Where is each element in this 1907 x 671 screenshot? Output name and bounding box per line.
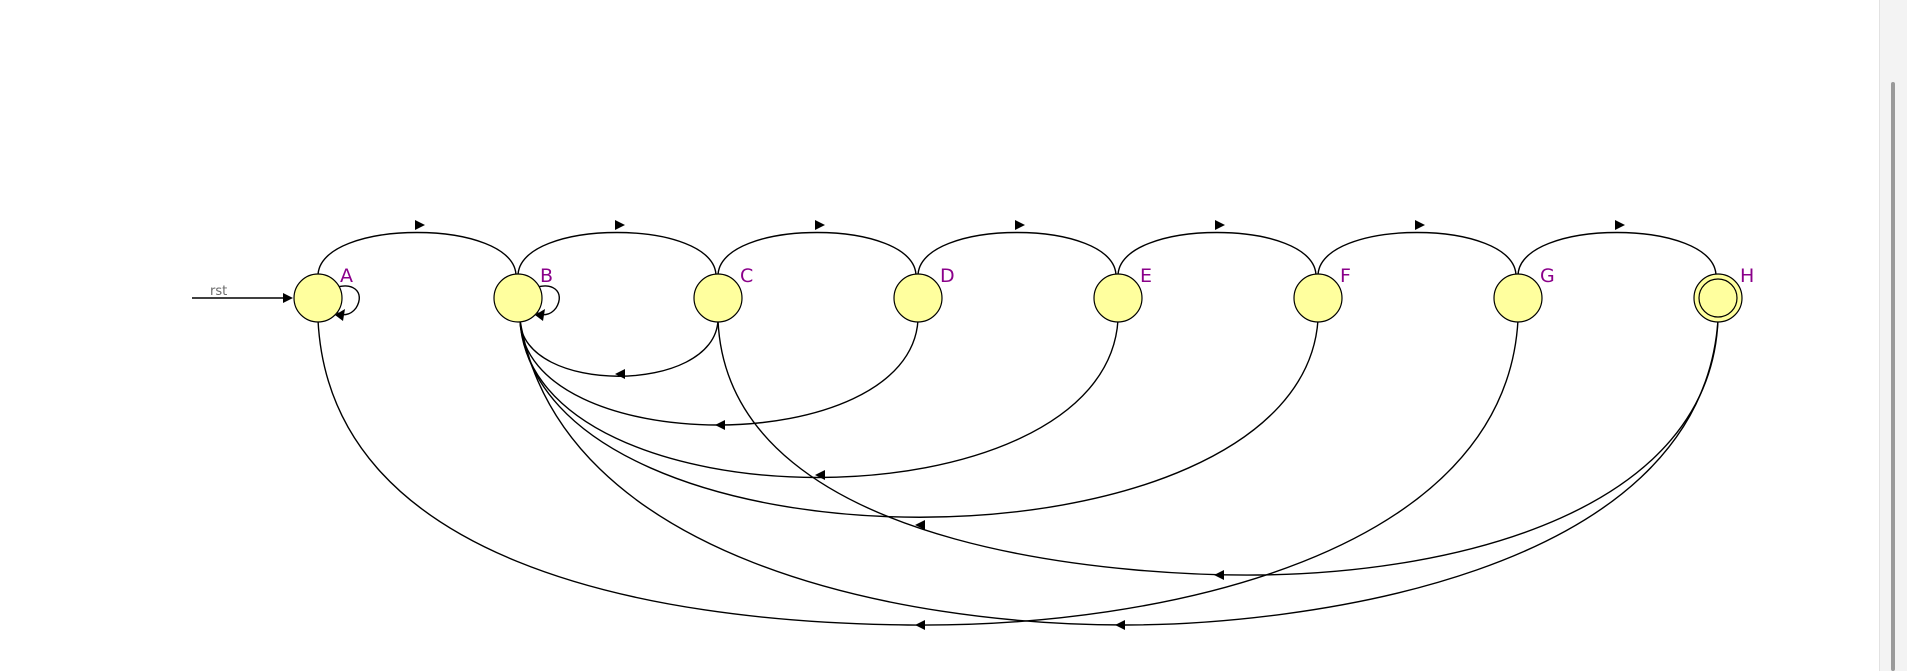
state-f[interactable]: F (1293, 265, 1351, 323)
state-label: D (940, 265, 955, 287)
transition-g-a (317, 319, 1519, 630)
state-a[interactable]: A (293, 265, 353, 323)
state-label: H (1740, 265, 1754, 287)
state-e[interactable]: E (1093, 265, 1152, 323)
vertical-scrollbar[interactable] (1879, 0, 1907, 671)
state-label: C (740, 265, 753, 287)
transition-e-f (1117, 220, 1317, 277)
state-label: E (1140, 265, 1152, 287)
transition-c-d (717, 220, 917, 277)
state-h[interactable]: H (1693, 265, 1754, 323)
arrow-b-b (535, 309, 545, 321)
state-label: A (340, 265, 353, 287)
transition-f-g (1317, 220, 1517, 277)
accepting-ring (1698, 278, 1738, 318)
transition-b-b (531, 285, 560, 321)
start-arrow: rst (192, 284, 293, 303)
state-label: B (540, 265, 553, 287)
state-label: G (1540, 265, 1555, 287)
state-label: F (1340, 265, 1351, 287)
start-label: rst (210, 284, 227, 299)
state-d[interactable]: D (893, 265, 955, 323)
start-arrow-head (283, 293, 293, 303)
transition-g-h (1517, 220, 1717, 277)
transition-c-h (717, 319, 1719, 580)
arrow-a-a (335, 309, 345, 321)
transition-c-b (519, 319, 719, 379)
state-g[interactable]: G (1493, 265, 1555, 323)
transition-a-a (331, 285, 360, 321)
transition-b-c (517, 220, 717, 277)
transition-d-e (917, 220, 1117, 277)
transition-h-b (519, 319, 1719, 630)
transition-d-b (519, 319, 919, 430)
transition-f-b (519, 319, 1319, 530)
state-b[interactable]: B (493, 265, 553, 323)
transition-a-b (317, 220, 517, 277)
state-c[interactable]: C (693, 265, 753, 323)
transition-e-b (519, 319, 1119, 480)
scrollbar-thumb[interactable] (1891, 82, 1895, 671)
